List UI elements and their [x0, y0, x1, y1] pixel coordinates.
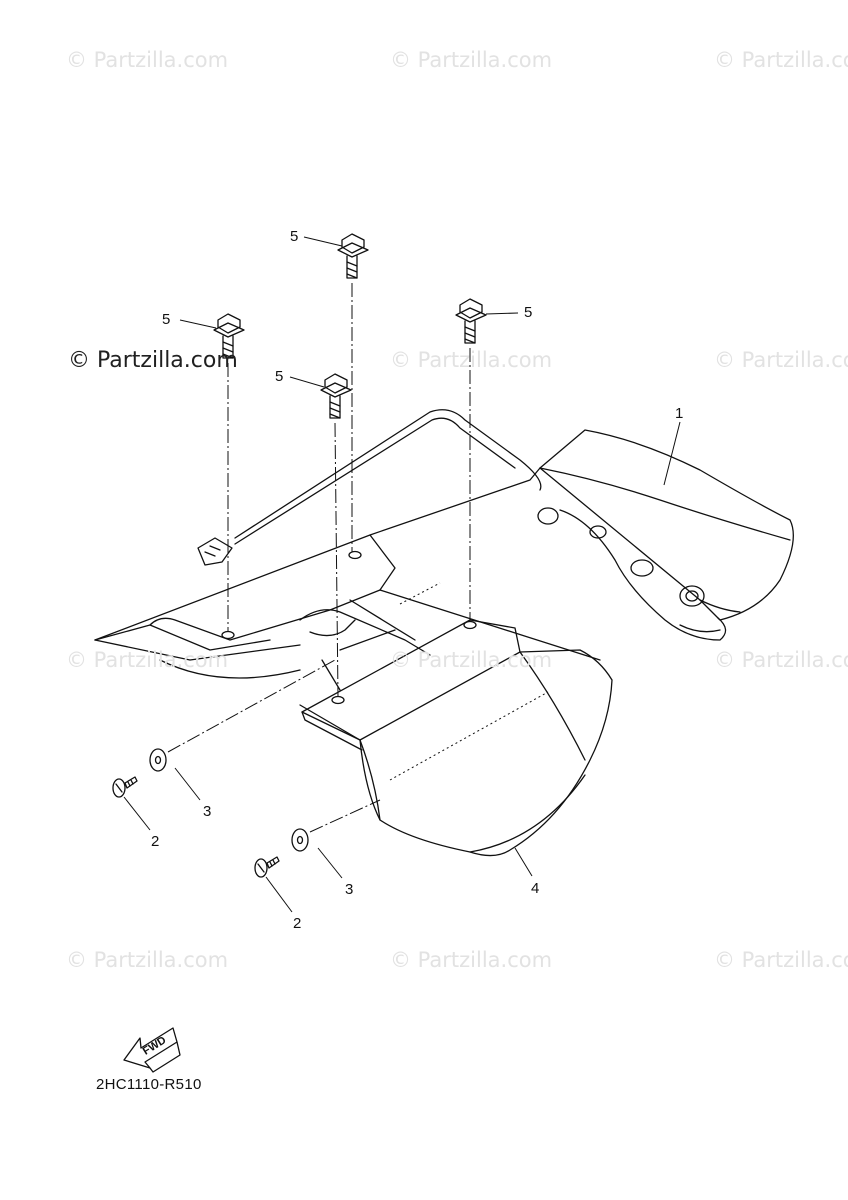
- bolt-icon: [455, 298, 487, 344]
- tail-cover-part-4: [299, 599, 613, 857]
- callout-cover: 4: [531, 880, 540, 897]
- watermark: © Partzilla.com: [714, 948, 848, 972]
- seat-part-1: [537, 429, 794, 641]
- bolt-icon: [320, 373, 352, 419]
- watermark-prominent: © Partzilla.com: [68, 348, 238, 373]
- callout-washer: 3: [203, 803, 212, 820]
- watermark: © Partzilla.com: [714, 348, 848, 372]
- screw-icon: [112, 776, 138, 798]
- watermark: © Partzilla.com: [390, 48, 553, 72]
- screw-icon: [254, 856, 280, 878]
- callout-bolt: 5: [162, 311, 171, 328]
- bolt-icon: [213, 313, 245, 359]
- diagram-code: 2HC1110-R510: [96, 1076, 202, 1093]
- wire-harness: [197, 409, 542, 566]
- callout-washer: 3: [345, 881, 354, 898]
- watermark: © Partzilla.com: [714, 48, 848, 72]
- callout-bolt: 5: [290, 228, 299, 245]
- washer-icon: [149, 748, 167, 772]
- callout-seat: 1: [675, 405, 684, 422]
- watermark: © Partzilla.com: [66, 948, 229, 972]
- assembly-lines: [167, 283, 471, 833]
- seat-base: [94, 467, 601, 679]
- fwd-arrow-icon: [123, 1027, 181, 1073]
- dotted-lines: [389, 582, 549, 781]
- mounting-holes: [221, 550, 477, 705]
- callout-screw: 2: [151, 833, 160, 850]
- watermark: © Partzilla.com: [390, 348, 553, 372]
- callout-screw: 2: [293, 915, 302, 932]
- watermark: © Partzilla.com: [390, 648, 553, 672]
- callout-bolt: 5: [524, 304, 533, 321]
- watermark: © Partzilla.com: [66, 48, 229, 72]
- washer-icon: [291, 828, 309, 852]
- bolt-icon: [337, 233, 369, 279]
- watermark: © Partzilla.com: [714, 648, 848, 672]
- leader-lines: [123, 236, 681, 913]
- watermark: © Partzilla.com: [390, 948, 553, 972]
- callout-bolt: 5: [275, 368, 284, 385]
- watermark: © Partzilla.com: [66, 648, 229, 672]
